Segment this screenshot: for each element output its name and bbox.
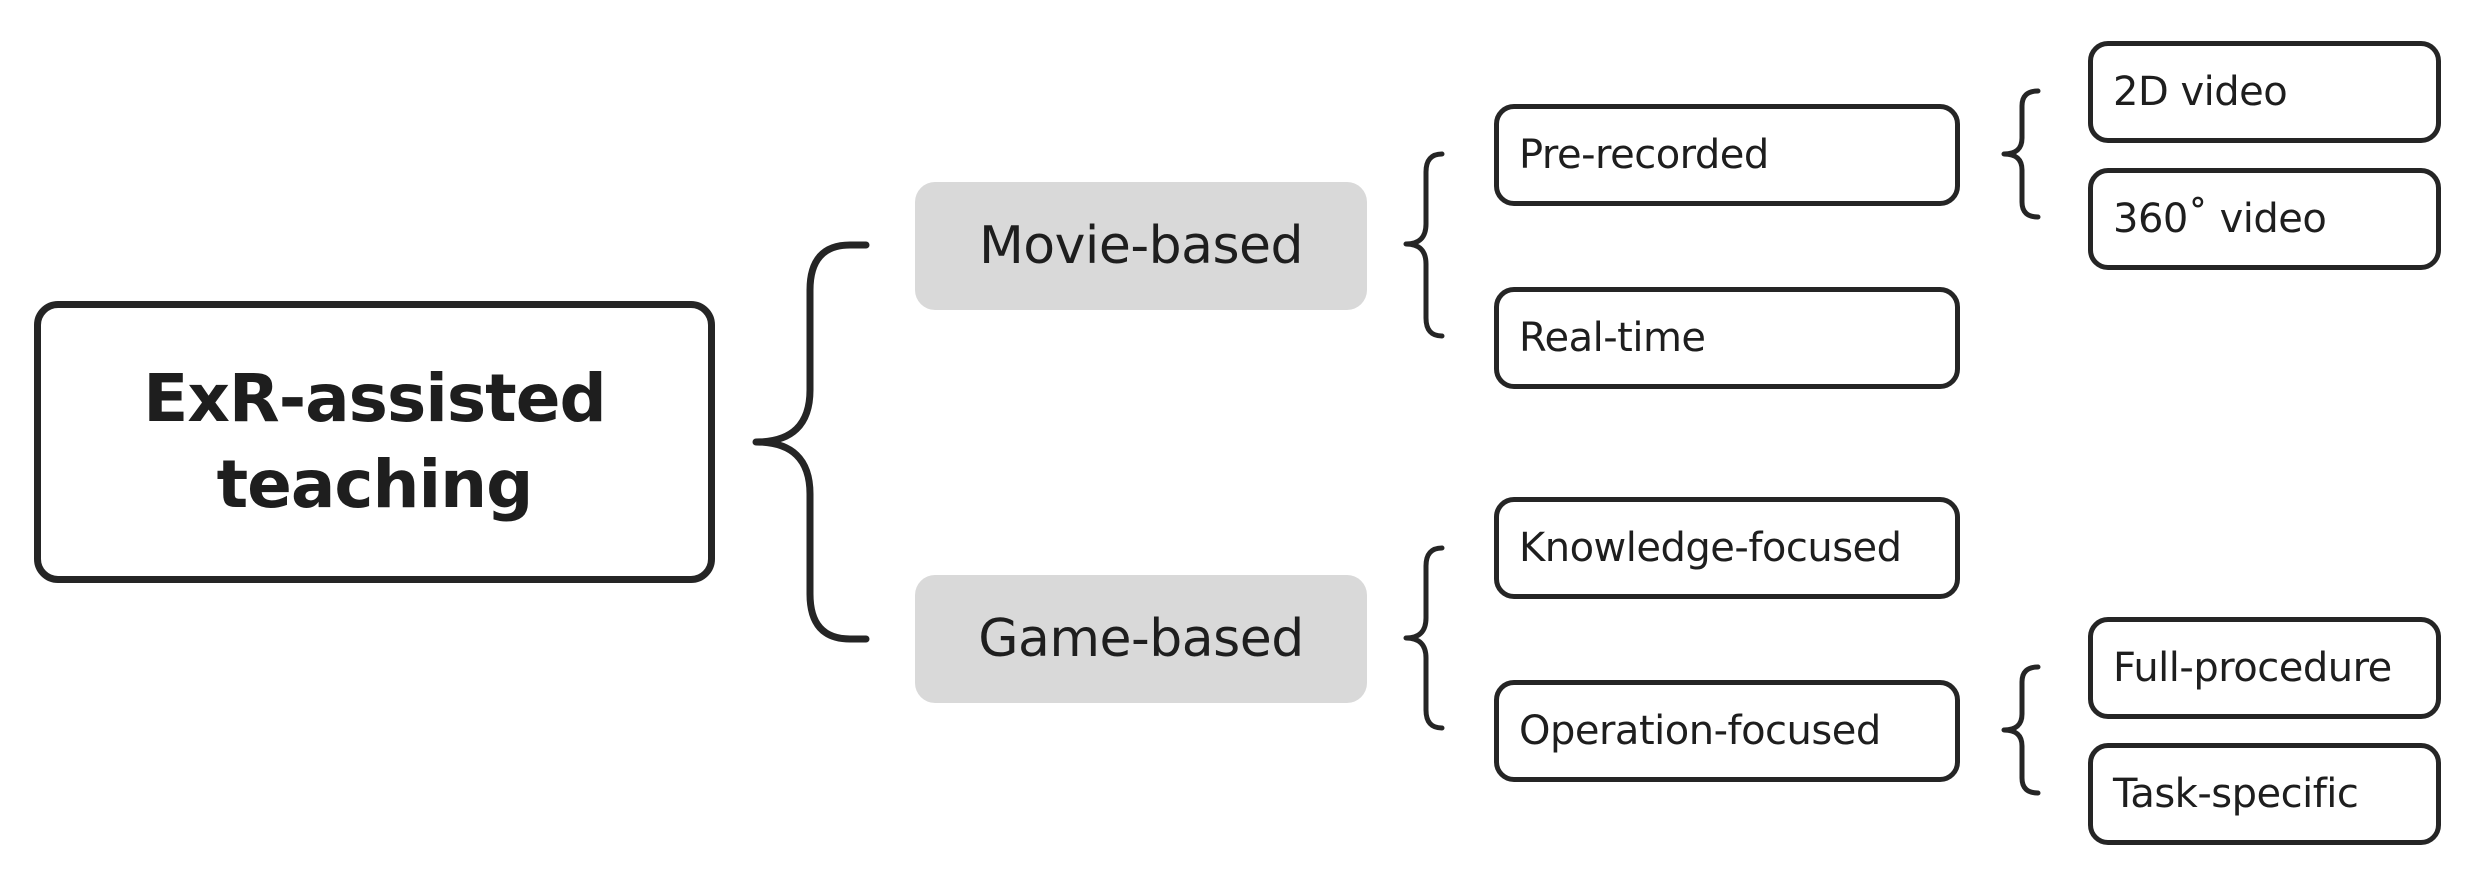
node-label: Pre-recorded xyxy=(1519,132,1769,178)
brace-root xyxy=(752,241,870,643)
category-label: Movie-based xyxy=(978,216,1304,276)
node-360-video: 360˚ video xyxy=(2088,168,2441,270)
root-label: ExR-assisted teaching xyxy=(143,360,606,523)
node-label: Knowledge-focused xyxy=(1519,525,1902,571)
node-label: Full-procedure xyxy=(2113,645,2392,691)
node-label: 2D video xyxy=(2113,69,2288,115)
category-label: Game-based xyxy=(978,609,1304,669)
node-task-specific: Task-specific xyxy=(2088,743,2441,845)
node-knowledge-focused: Knowledge-focused xyxy=(1494,497,1960,599)
brace-movie xyxy=(1403,151,1445,339)
node-pre-recorded: Pre-recorded xyxy=(1494,104,1960,206)
node-operation-focused: Operation-focused xyxy=(1494,680,1960,782)
node-label: Real-time xyxy=(1519,315,1706,361)
category-game-based: Game-based xyxy=(915,575,1367,703)
brace-prerecorded xyxy=(2001,88,2041,220)
node-real-time: Real-time xyxy=(1494,287,1960,389)
node-2d-video: 2D video xyxy=(2088,41,2441,143)
category-movie-based: Movie-based xyxy=(915,182,1367,310)
node-label: 360˚ video xyxy=(2113,196,2327,242)
node-full-procedure: Full-procedure xyxy=(2088,617,2441,719)
node-label: Operation-focused xyxy=(1519,708,1881,754)
brace-game xyxy=(1403,545,1445,731)
node-label: Task-specific xyxy=(2113,771,2359,817)
root-node: ExR-assisted teaching xyxy=(34,301,715,583)
brace-operation xyxy=(2001,664,2041,796)
